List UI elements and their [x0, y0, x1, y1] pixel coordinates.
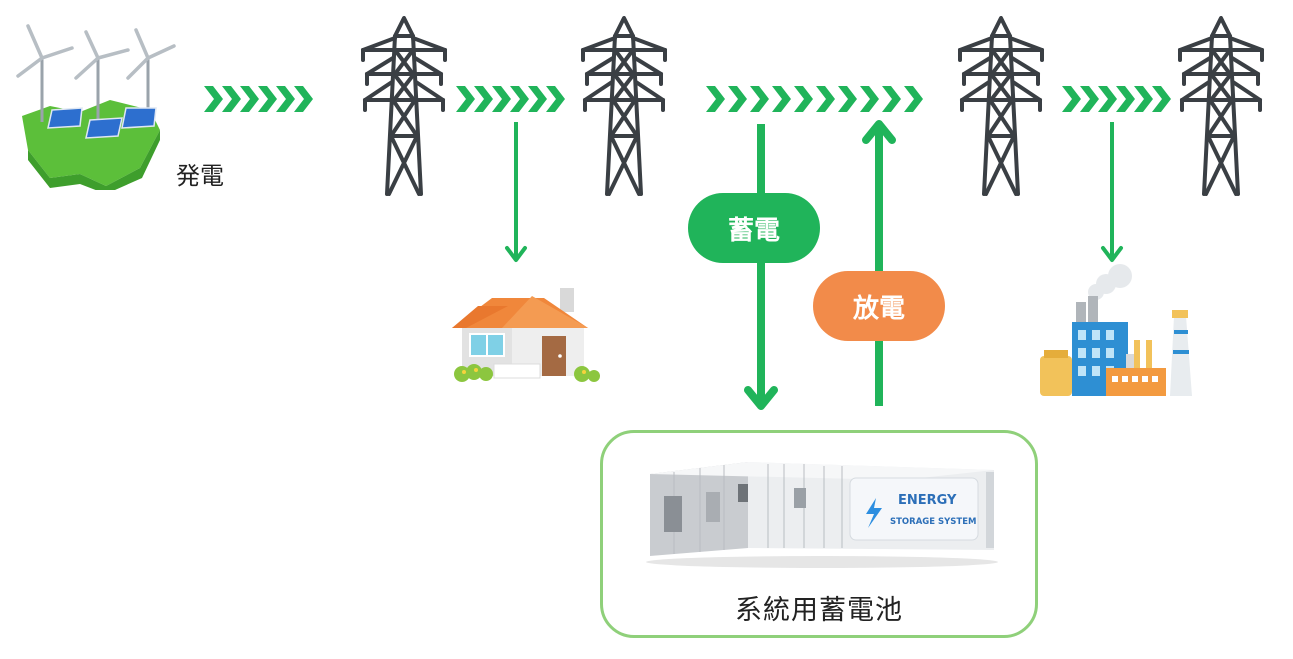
arrow-to-house [504, 122, 528, 264]
storage-panel [600, 430, 1038, 638]
battery-container-illustration: ENERGY STORAGE SYSTEM [644, 452, 1000, 570]
discharge-badge: 放電 [813, 271, 945, 341]
storage-label: 系統用蓄電池 [735, 595, 903, 626]
transmission-tower-icon-4 [1176, 16, 1266, 196]
house-icon [448, 284, 604, 384]
wind-solar-icon [16, 24, 176, 190]
charge-badge: 蓄電 [688, 193, 820, 263]
transmission-tower-icon-2 [579, 16, 669, 196]
generation-label: 発電 [176, 162, 224, 190]
arrow-to-factory [1100, 122, 1124, 264]
container-text-line2: STORAGE SYSTEM [890, 517, 976, 527]
transmission-tower-icon-3 [956, 16, 1046, 196]
flow-chevrons-3 [706, 86, 930, 112]
flow-chevrons-2 [456, 86, 568, 112]
discharge-arrow [862, 120, 896, 408]
container-text-line1: ENERGY [898, 493, 957, 508]
flow-chevrons-1 [204, 86, 316, 112]
charge-arrow [744, 124, 778, 412]
factory-icon [1036, 262, 1196, 398]
flow-chevrons-4 [1062, 86, 1174, 112]
generation-illustration [10, 18, 180, 190]
transmission-tower-icon-1 [359, 16, 449, 196]
